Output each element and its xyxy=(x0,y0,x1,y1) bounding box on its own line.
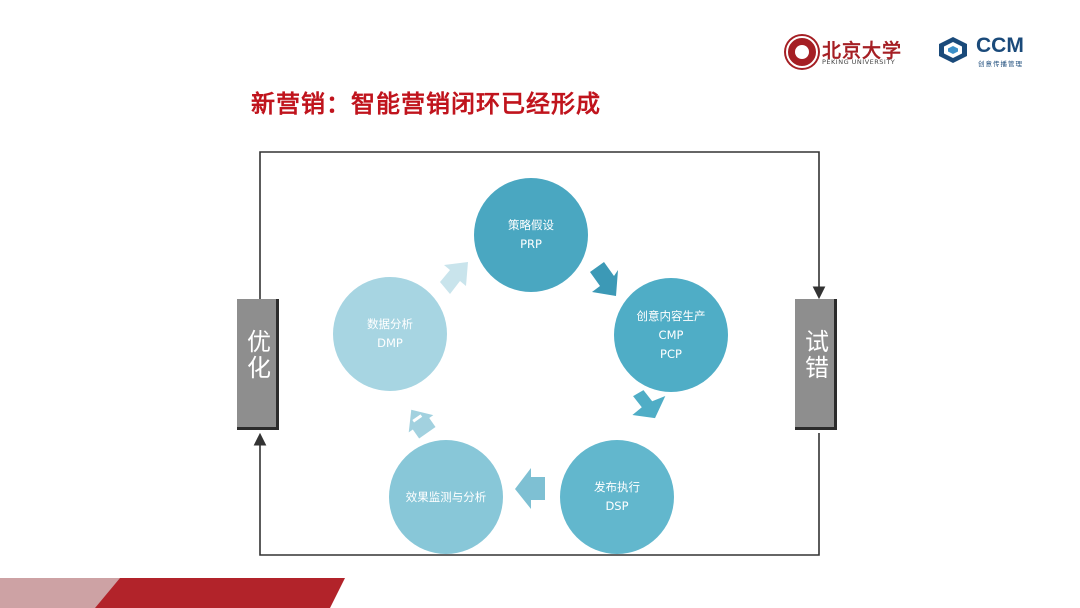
node-analysis-code: DMP xyxy=(377,336,403,350)
frame-top-line xyxy=(259,151,826,300)
trial-error-box: 试错 xyxy=(795,299,837,430)
arrow-publish-to-monitor xyxy=(515,468,545,509)
optimize-label: 优化 xyxy=(242,329,271,381)
pku-emblem-icon xyxy=(786,36,818,68)
node-analysis-title: 数据分析 xyxy=(367,317,413,331)
trial-error-label: 试错 xyxy=(800,329,829,381)
ccm-logo-subtitle: 创意传播管理 xyxy=(978,60,1023,68)
arrow-strategy-to-creative xyxy=(590,262,618,296)
arrow-monitor-to-analysis xyxy=(408,409,436,439)
node-creative-title: 创意内容生产 xyxy=(636,308,706,323)
node-publish-code: DSP xyxy=(605,499,629,513)
arrow-creative-to-publish xyxy=(632,390,666,419)
arrow-analysis-to-strategy xyxy=(440,262,468,294)
slide-title: 新营销：智能营销闭环已经形成 xyxy=(251,90,601,118)
node-creative-content: 创意内容生产 CMP PCP xyxy=(614,278,728,392)
node-effect-monitoring: 效果监测与分析 xyxy=(389,440,503,554)
ccm-mark-icon xyxy=(939,37,967,63)
node-creative-code-pcp: PCP xyxy=(660,346,682,361)
ccm-logo-text: CCM xyxy=(976,34,1024,57)
pku-logo-english: PEKING UNIVERSITY xyxy=(822,58,896,66)
pku-logo-text: 北京大学 xyxy=(822,40,903,62)
node-creative-code-cmp: CMP xyxy=(658,327,684,342)
peking-university-logo: 北京大学 PEKING UNIVERSITY xyxy=(786,36,916,68)
node-data-analysis: 数据分析 DMP xyxy=(333,277,447,391)
frame-bottom-line xyxy=(253,432,820,556)
node-publish-title: 发布执行 xyxy=(594,480,640,494)
bottom-decor-band xyxy=(0,578,345,608)
optimize-box: 优化 xyxy=(237,299,279,430)
node-strategy-hypothesis: 策略假设 PRP xyxy=(474,178,588,292)
node-publish-execution: 发布执行 DSP xyxy=(560,440,674,554)
node-strategy-code: PRP xyxy=(520,237,542,251)
ccm-logo: CCM 创意传播管理 xyxy=(938,34,1048,68)
node-strategy-title: 策略假设 xyxy=(508,218,554,232)
node-monitor-title: 效果监测与分析 xyxy=(405,489,487,504)
